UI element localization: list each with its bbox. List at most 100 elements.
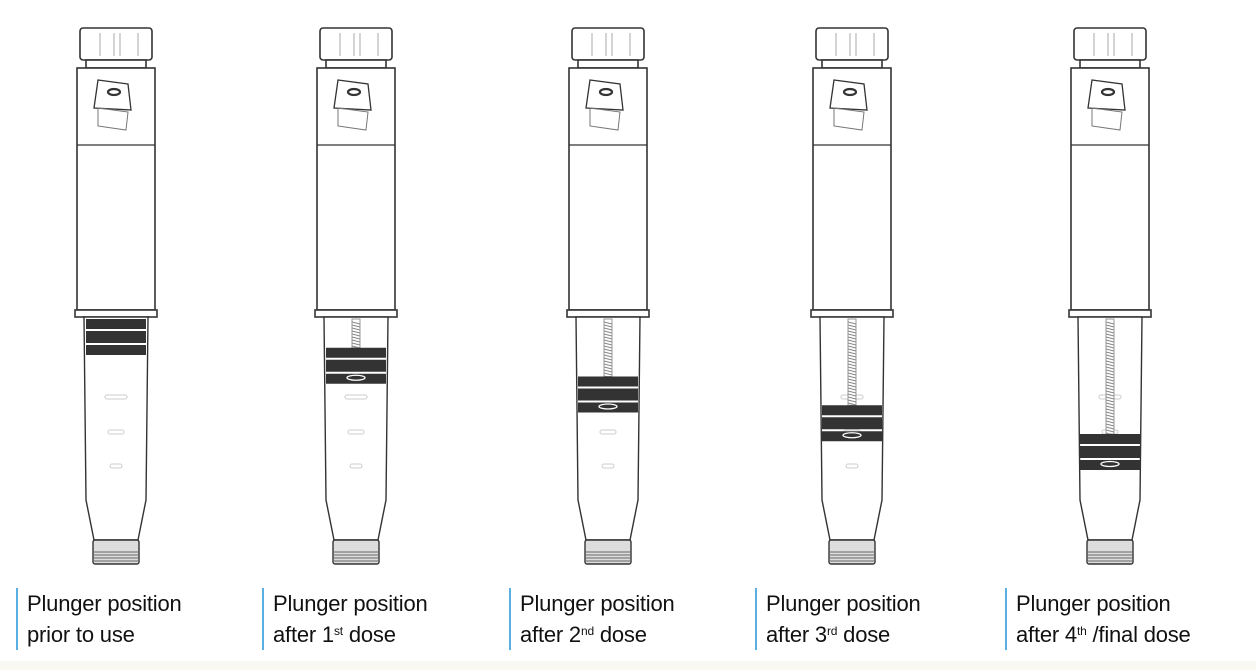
rod-thread — [1105, 420, 1115, 424]
plunger-band — [822, 405, 882, 416]
rod-thread — [1105, 426, 1115, 430]
rod-thread — [1105, 357, 1115, 361]
pen-cap — [319, 27, 393, 61]
rod-thread — [1105, 396, 1115, 400]
rod-thread — [847, 357, 857, 361]
rod-thread — [1105, 381, 1115, 385]
rod-thread — [1105, 384, 1115, 388]
rod-thread — [1105, 345, 1115, 349]
plunger-band — [822, 417, 882, 430]
caption-ordinal: th — [1076, 624, 1087, 638]
rod-thread — [1105, 369, 1115, 373]
rod-thread — [847, 333, 857, 337]
caption-text: dose — [593, 622, 647, 647]
rod-thread — [1105, 339, 1115, 343]
plunger-band — [326, 359, 386, 372]
plunger-band — [326, 347, 386, 358]
rod-thread — [603, 333, 613, 337]
rod-thread — [1105, 342, 1115, 346]
cap-neck — [1079, 59, 1141, 69]
rod-thread — [1105, 387, 1115, 391]
plunger-mark — [598, 403, 618, 410]
pen-caption: Plunger position after 3rd dose — [755, 588, 921, 650]
caption-line-1: Plunger position — [27, 591, 182, 616]
caption-line-1: Plunger position — [520, 591, 675, 616]
caption-line-1: Plunger position — [1016, 591, 1171, 616]
plunger-band — [1080, 434, 1140, 444]
rod-thread — [1105, 360, 1115, 364]
rod-thread — [1105, 330, 1115, 334]
caption-ordinal: st — [333, 624, 343, 638]
dose-window-tab — [97, 107, 129, 131]
rod-thread — [1105, 351, 1115, 355]
rod-thread — [1105, 348, 1115, 352]
rod-thread — [1105, 363, 1115, 367]
rod-thread — [1105, 354, 1115, 358]
caption-ordinal: nd — [580, 624, 594, 638]
rod-thread — [847, 330, 857, 334]
cap-neck — [577, 59, 639, 69]
rod-thread — [1105, 399, 1115, 403]
plunger-mark — [842, 432, 862, 439]
rod-thread — [603, 357, 613, 361]
rod-thread — [847, 363, 857, 367]
collar — [314, 309, 398, 318]
plunger-mark — [1100, 460, 1120, 468]
rod-thread — [847, 336, 857, 340]
volume-mark — [109, 463, 123, 469]
rod-thread — [603, 324, 613, 328]
rod-thread — [1105, 390, 1115, 394]
pen-caption: Plunger position after 2nd dose — [509, 588, 675, 650]
rod-thread — [603, 351, 613, 355]
rod-thread — [847, 351, 857, 355]
pen-illustration — [74, 27, 158, 565]
rod-thread — [603, 372, 613, 376]
plunger-band — [578, 402, 638, 413]
rod-thread — [351, 324, 361, 328]
caption-text: after 2 — [520, 622, 581, 647]
caption-line-1: Plunger position — [273, 591, 428, 616]
caption-text: after 4 — [1016, 622, 1077, 647]
caption-text: after 3 — [766, 622, 827, 647]
caption-line-2: after 3rd dose — [766, 619, 921, 650]
rod-thread — [603, 348, 613, 352]
rod-thread — [603, 321, 613, 325]
bottom-strip — [0, 661, 1256, 670]
volume-mark — [349, 463, 363, 469]
rod-thread — [847, 339, 857, 343]
pen-illustration — [1068, 27, 1152, 565]
rod-thread — [1105, 336, 1115, 340]
rod-thread — [603, 354, 613, 358]
plunger-band — [822, 431, 882, 442]
plunger-band — [1080, 446, 1140, 458]
rod-thread — [1105, 372, 1115, 376]
rod-thread — [847, 390, 857, 394]
cap-neck — [821, 59, 883, 69]
caption-text: dose — [837, 622, 891, 647]
pen-illustration — [566, 27, 650, 565]
rod-thread — [351, 345, 361, 349]
rod-thread — [1105, 375, 1115, 379]
caption-text: after 1 — [273, 622, 334, 647]
rod-thread — [847, 372, 857, 376]
caption-line-2: after 2nd dose — [520, 619, 675, 650]
dose-window-tab — [589, 107, 621, 131]
rod-thread — [1105, 402, 1115, 406]
dose-window-tab — [833, 107, 865, 131]
rod-thread — [1105, 411, 1115, 415]
pen-cap — [815, 27, 889, 61]
rod-thread — [1105, 327, 1115, 331]
rod-thread — [847, 354, 857, 358]
rod-thread — [603, 360, 613, 364]
rod-thread — [847, 324, 857, 328]
pen-caption: Plunger position after 1st dose — [262, 588, 428, 650]
collar — [566, 309, 650, 318]
rod-thread — [1105, 321, 1115, 325]
caption-text: prior to use — [27, 622, 135, 647]
rod-thread — [351, 333, 361, 337]
collar — [810, 309, 894, 318]
volume-mark — [347, 429, 365, 435]
caption-line-1: Plunger position — [766, 591, 921, 616]
rod-thread — [603, 336, 613, 340]
rod-thread — [603, 366, 613, 370]
